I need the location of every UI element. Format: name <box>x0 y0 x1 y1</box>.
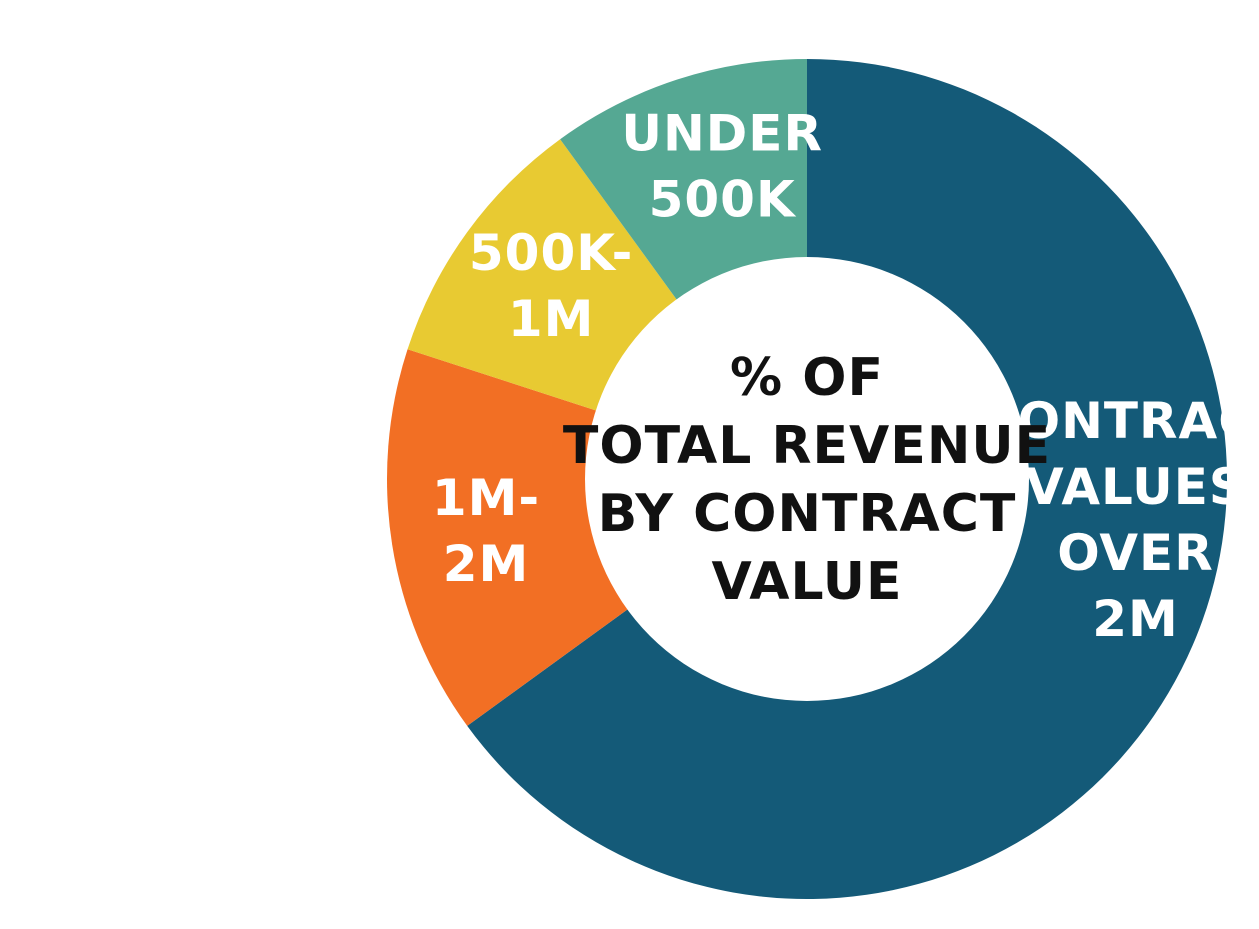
center-title: % OF TOTAL REVENUE BY CONTRACT VALUE <box>563 348 1051 612</box>
slice-label-line: 2M <box>1092 590 1179 648</box>
slice-label-line: UNDER <box>621 104 823 162</box>
slice-label-line: 1M- <box>432 469 540 527</box>
slice-label-line: 2M <box>443 535 530 593</box>
slice-label-line: 1M <box>508 290 595 348</box>
slice-label-line: CONTRACT <box>980 392 1259 450</box>
center-title-line: TOTAL REVENUE <box>563 416 1051 476</box>
slice-label-line: OVER <box>1057 524 1214 582</box>
slice-label-line: 500K- <box>469 224 634 282</box>
slice-label-line: VALUES <box>1025 458 1246 516</box>
center-title-line: BY CONTRACT <box>598 484 1017 544</box>
slice-label-line: 500K <box>649 170 797 228</box>
slice-label-1: 1M-2M <box>432 469 540 593</box>
slice-label-3: UNDER 500K <box>621 104 823 228</box>
slice-label-0: CONTRACT VALUES OVER 2M <box>980 392 1259 648</box>
center-title-line: % OF <box>730 348 884 408</box>
donut-hole <box>585 257 1029 701</box>
slice-label-2: 500K- 1M <box>469 224 634 348</box>
center-title-line: VALUE <box>712 552 903 612</box>
slice-labels-group: CONTRACTVALUESOVER2M1M-2M500K-1MUNDER500… <box>432 104 1259 648</box>
